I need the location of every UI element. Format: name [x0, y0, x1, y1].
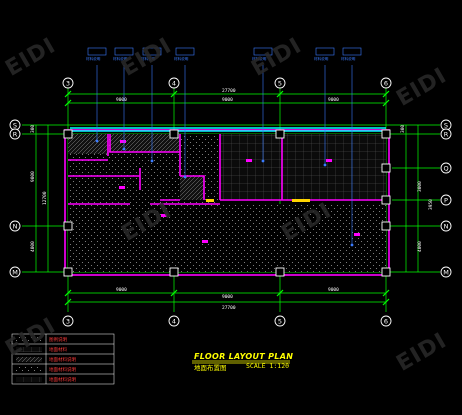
legend-row-5: 地面材料说明: [49, 376, 76, 383]
grid-label-m-right: M: [443, 269, 449, 277]
drawing-scale: SCALE 1:120: [246, 362, 290, 370]
title-underline: [192, 360, 290, 364]
grid-label-6-bottom: 6: [384, 318, 388, 326]
grid-label-r-right: R: [444, 131, 449, 139]
callout-text-3: 材料说明: [141, 56, 156, 61]
windows: [70, 127, 386, 132]
dim-left-1: 300: [30, 125, 36, 133]
legend-row-4: 地面材料说明: [49, 366, 76, 373]
columns: [63, 129, 391, 277]
dimension-ticks: [64, 90, 390, 306]
grid-label-s-left: S: [13, 122, 17, 130]
grid-label-p-right: P: [444, 197, 448, 205]
grid-label-s-right: S: [444, 122, 448, 130]
legend-row-3: 地面材料说明: [49, 356, 76, 363]
legend-swatches: [16, 337, 42, 382]
callout-text-1: 材料说明: [86, 56, 101, 61]
grid-label-q-right: Q: [443, 165, 448, 173]
dim-right-4: 4000: [417, 241, 423, 252]
dim-bottom-span-2: 9000: [222, 294, 233, 300]
callout-text-6: 材料说明: [314, 56, 329, 61]
legend-row-2: 地面材料: [49, 346, 67, 353]
dim-top-span-1: 9000: [116, 97, 127, 103]
callout-leaders: [96, 65, 353, 244]
dim-top-span-3: 9000: [328, 97, 339, 103]
grid-label-n-left: N: [13, 223, 18, 231]
dim-left-2: 9000: [30, 171, 36, 182]
dim-right-3: 3950: [428, 199, 434, 210]
dim-top-span-2: 9000: [222, 97, 233, 103]
grid-label-5-bottom: 5: [278, 318, 282, 326]
callout-arrows: [95, 139, 354, 247]
dim-bottom-total: 27700: [222, 305, 236, 311]
dim-bottom-span-3: 9000: [328, 287, 339, 293]
callout-text-4: 材料说明: [174, 56, 189, 61]
callout-text-2: 材料说明: [113, 56, 128, 61]
grid-label-r-left: R: [13, 131, 18, 139]
grid-bubbles: [9, 77, 452, 327]
dim-bottom-span-1: 9000: [116, 287, 127, 293]
room-tags: [119, 140, 360, 243]
callout-tags: [87, 47, 362, 56]
grid-label-4-bottom: 4: [172, 318, 176, 326]
callout-text-5: 材料说明: [252, 56, 267, 61]
dim-top-total: 27700: [222, 88, 236, 94]
grid-label-m-left: M: [12, 269, 18, 277]
door-markers: [206, 199, 310, 202]
grid-label-3-top: 3: [66, 80, 70, 88]
drawing-title: FLOOR LAYOUT PLAN: [194, 352, 294, 361]
dim-left-4: 4000: [30, 241, 36, 252]
grid-label-n-right: N: [444, 223, 449, 231]
grid-label-6-top: 6: [384, 80, 388, 88]
callout-text-7: 材料说明: [341, 56, 356, 61]
dim-left-3: 12700: [42, 191, 48, 205]
drawing-subtitle: 地面布置图: [194, 364, 227, 372]
legend-table: [11, 333, 115, 385]
grid-label-5-top: 5: [278, 80, 282, 88]
legend-row-1: 图例说明: [49, 336, 67, 343]
grid-label-4-top: 4: [172, 80, 176, 88]
floor-hatching: [68, 134, 386, 272]
grid-label-3-bottom: 3: [66, 318, 70, 326]
dim-right-2: 3000: [417, 181, 423, 192]
dim-right-1: 300: [400, 125, 406, 133]
